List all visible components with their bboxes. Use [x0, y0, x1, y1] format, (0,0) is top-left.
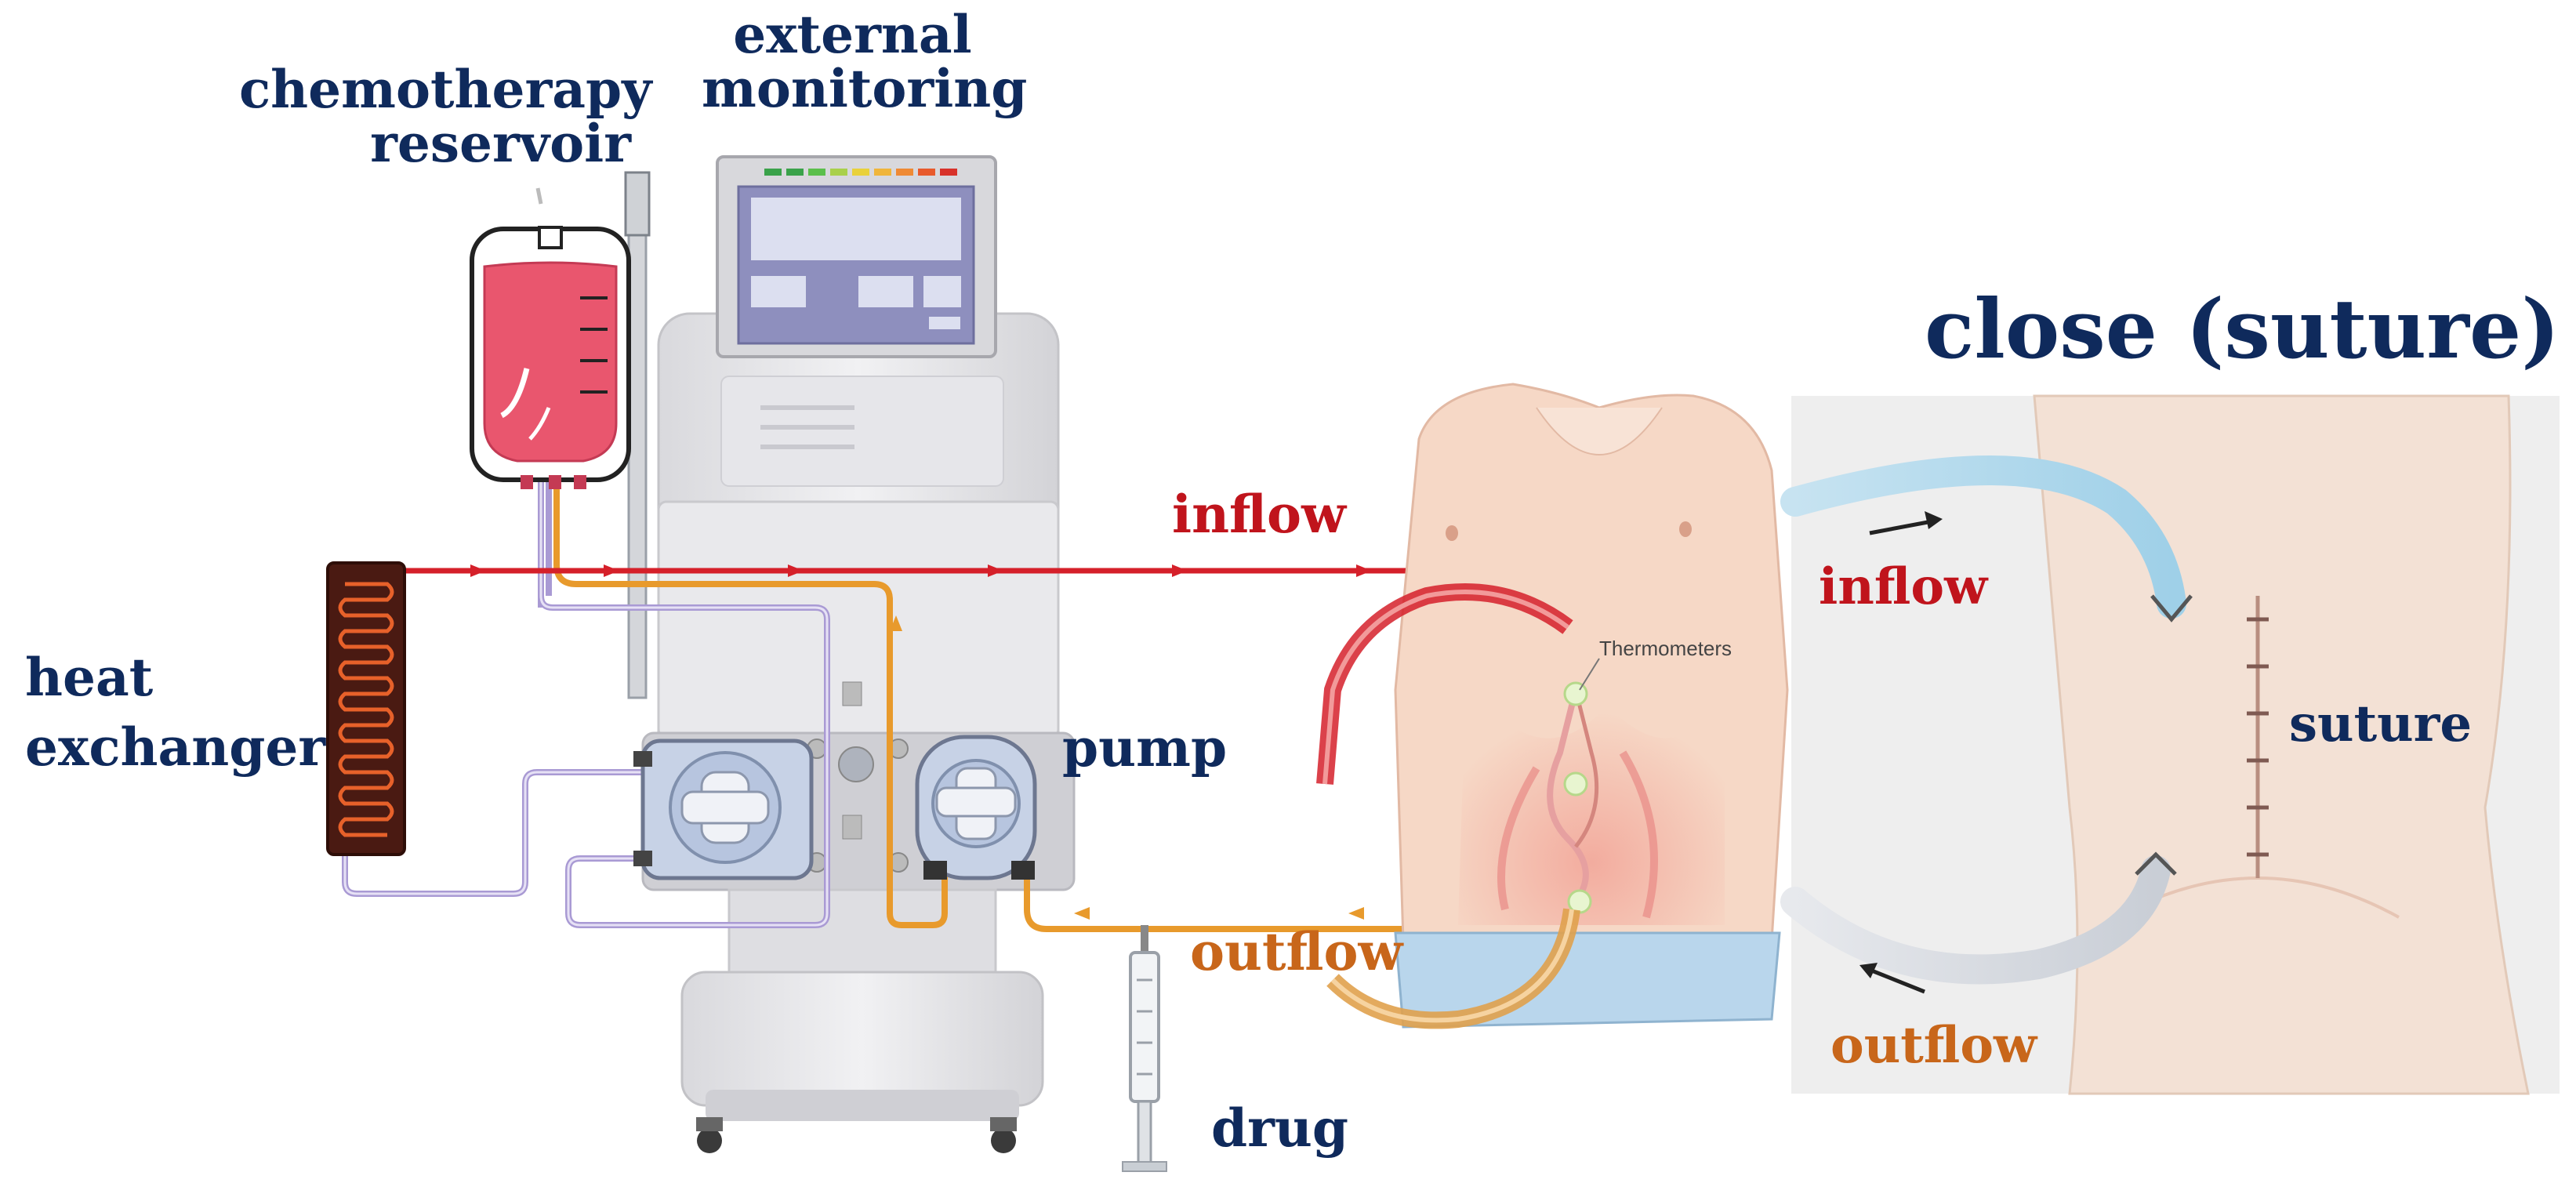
closure-panel: [1780, 394, 2560, 1095]
pump-left: [633, 739, 814, 880]
suture-label: suture: [2289, 695, 2473, 753]
closure-inflow-label: inflow: [1819, 557, 1988, 616]
machine-vent-panel: [720, 376, 1004, 487]
chemotherapy-label-line2: reservoir: [370, 113, 631, 175]
drug-syringe: [1122, 925, 1167, 1172]
chemotherapy-label-line1: chemotherapy: [239, 59, 652, 120]
closure-outflow-label: outflow: [1830, 1016, 2037, 1075]
closure-inflow-tube: [1780, 455, 2186, 619]
chemotherapy-bag: [470, 187, 631, 489]
inflow-arrows: [470, 564, 1372, 577]
inflow-label: inflow: [1172, 484, 1346, 545]
external-monitor: [716, 155, 997, 358]
external-monitoring-line1: external: [733, 4, 972, 65]
heat-exchanger-label: heat exchanger: [25, 647, 326, 778]
external-monitoring-label: external monitoring: [702, 4, 1028, 120]
monitor-status-leds: [764, 169, 957, 176]
closure-outflow-arrow: [1865, 966, 1925, 994]
outflow-label: outflow: [1190, 921, 1403, 982]
pump-right: [915, 735, 1037, 880]
chemotherapy-reservoir-label: chemotherapy reservoir: [239, 59, 652, 175]
perfusion-machine: [641, 312, 1076, 1153]
closure-outflow-tube: [1780, 855, 2171, 985]
iv-pole: [627, 179, 648, 699]
heat-exchanger-line2: exchanger: [25, 717, 326, 778]
heat-exchanger: [326, 561, 406, 856]
pump-label: pump: [1062, 717, 1228, 778]
thermometers-label: Thermometers: [1599, 637, 1732, 660]
drug-label: drug: [1211, 1098, 1349, 1159]
thermometer-probe-1: [1563, 681, 1588, 706]
close-suture-title: close (suture): [1925, 281, 2560, 377]
machine-base: [680, 971, 1044, 1107]
machine-base-column: [727, 888, 997, 978]
heat-coil: [338, 582, 394, 837]
thermometer-probe-2: [1563, 771, 1588, 797]
caster-wheel-right: [991, 1128, 1016, 1153]
thermometer-probe-3: [1567, 889, 1592, 914]
heat-exchanger-line1: heat: [25, 647, 154, 708]
patient-torso: [1316, 383, 1789, 1029]
outflow-arrows: [890, 615, 1364, 920]
caster-wheel-left: [697, 1128, 722, 1153]
closure-inflow-arrow: [1869, 518, 1937, 535]
external-monitoring-line2: monitoring: [702, 58, 1028, 120]
